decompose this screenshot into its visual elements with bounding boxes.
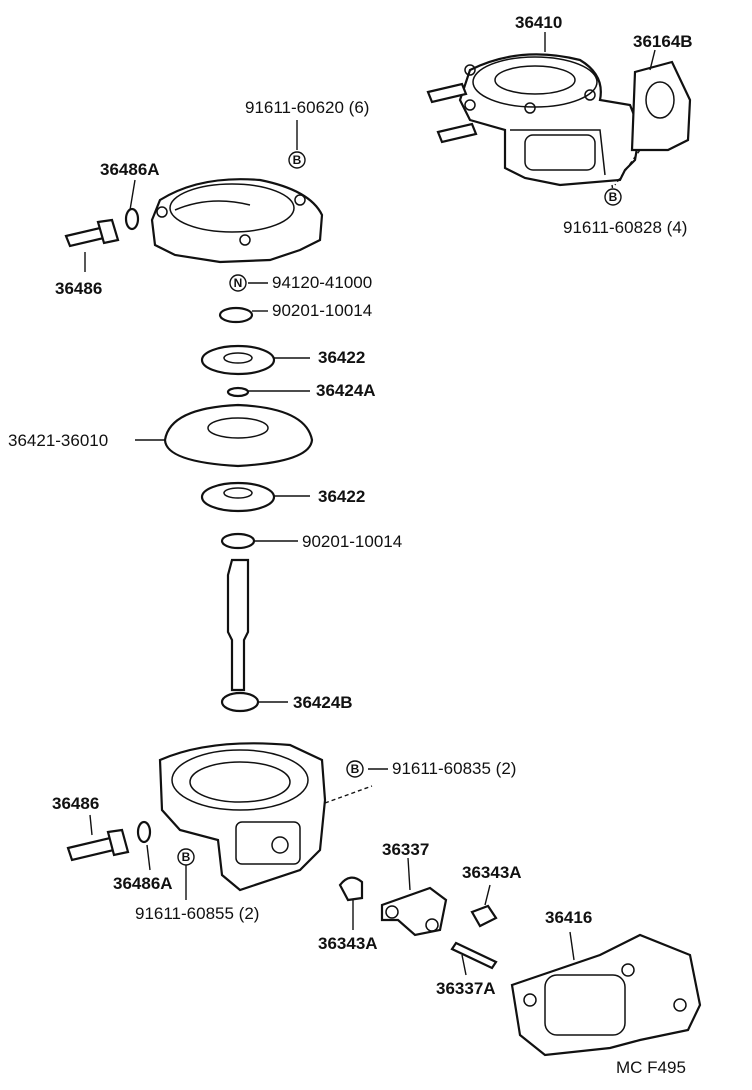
label-36486A-top: 36486A	[100, 160, 160, 179]
bolt-symbol-60835: B	[346, 760, 364, 778]
label-36424A: 36424A	[316, 381, 376, 400]
svg-text:B: B	[293, 153, 302, 167]
label-36422-a: 36422	[318, 348, 365, 367]
gasket-36164B	[630, 60, 692, 152]
ring-36424A	[226, 386, 250, 398]
label-36486-top: 36486	[55, 279, 102, 298]
nut-symbol-94120: N	[229, 274, 247, 292]
label-36421-36010: 36421-36010	[8, 431, 108, 450]
label-36343A-left: 36343A	[318, 934, 378, 953]
label-36337: 36337	[382, 840, 429, 859]
diaphragm-36421	[163, 403, 314, 468]
bolt-symbol-60620: B	[288, 151, 306, 169]
pin-36337A	[450, 941, 498, 970]
label-36486-bottom: 36486	[52, 794, 99, 813]
fitting-36486-bottom	[66, 820, 152, 862]
plate-36422-upper	[200, 344, 276, 376]
fitting-36486-top	[64, 207, 140, 248]
body-36416	[510, 933, 702, 1057]
seal-36424B	[220, 691, 260, 713]
label-91611-60835: 91611-60835 (2)	[392, 759, 516, 778]
bolt-symbol-60855: B	[177, 848, 195, 866]
pin-36343A-right	[470, 904, 498, 928]
label-36164B: 36164B	[633, 32, 693, 51]
washer-90201-a	[218, 306, 254, 324]
svg-text:B: B	[182, 850, 191, 864]
label-36410: 36410	[515, 13, 562, 32]
label-91611-60828: 91611-60828 (4)	[563, 218, 687, 237]
label-36424B: 36424B	[293, 693, 353, 712]
lower-housing	[158, 742, 327, 892]
label-91611-60855: 91611-60855 (2)	[135, 904, 259, 923]
plate-36422-lower	[200, 481, 276, 513]
label-36343A-right: 36343A	[462, 863, 522, 882]
svg-text:B: B	[609, 190, 618, 204]
label-36486A-bottom: 36486A	[113, 874, 173, 893]
shaft	[226, 558, 250, 692]
svg-text:B: B	[351, 762, 360, 776]
label-36416: 36416	[545, 908, 592, 927]
svg-text:N: N	[234, 276, 243, 290]
figure-code: MC F495	[616, 1058, 686, 1077]
upper-cover	[150, 178, 324, 264]
lever-36337	[380, 886, 448, 937]
label-36422-b: 36422	[318, 487, 365, 506]
washer-90201-b	[220, 532, 256, 550]
bolt-symbol-60828: B	[604, 188, 622, 206]
label-90201-10014-a: 90201-10014	[272, 301, 372, 320]
label-36337A: 36337A	[436, 979, 496, 998]
upper-housing-36410	[426, 53, 642, 187]
label-90201-10014-b: 90201-10014	[302, 532, 402, 551]
label-91611-60620: 91611-60620 (6)	[245, 98, 369, 117]
label-94120-41000: 94120-41000	[272, 273, 372, 292]
pin-36343A-left	[338, 876, 364, 902]
